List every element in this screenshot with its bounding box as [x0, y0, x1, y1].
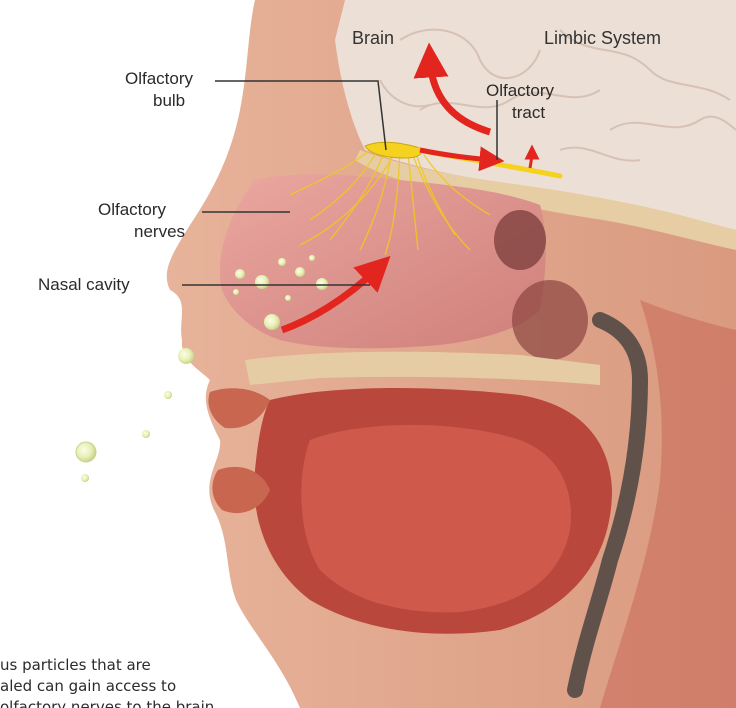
caption-text: us particles that are aled can gain acce… — [0, 655, 240, 708]
label-olfactory-nerves-line1: Olfactory — [98, 200, 167, 219]
label-olfactory-bulb-line1: Olfactory — [125, 69, 194, 88]
label-limbic-system: Limbic System — [544, 28, 661, 48]
label-olfactory-tract-line1: Olfactory — [486, 81, 555, 100]
tongue — [301, 425, 571, 612]
nasopharynx — [512, 280, 588, 360]
label-olfactory-nerves-line2: nerves — [134, 222, 185, 241]
label-olfactory-tract-line2: tract — [512, 103, 545, 122]
caption-line-1: us particles that are — [0, 655, 240, 676]
label-brain: Brain — [352, 28, 394, 48]
label-olfactory-bulb-line2: bulb — [153, 91, 185, 110]
label-nasal-cavity: Nasal cavity — [38, 275, 130, 294]
sinus-turbinate — [494, 210, 546, 270]
caption-line-2: aled can gain access to — [0, 676, 240, 697]
caption-line-3: olfactory nerves to the brain — [0, 697, 240, 708]
